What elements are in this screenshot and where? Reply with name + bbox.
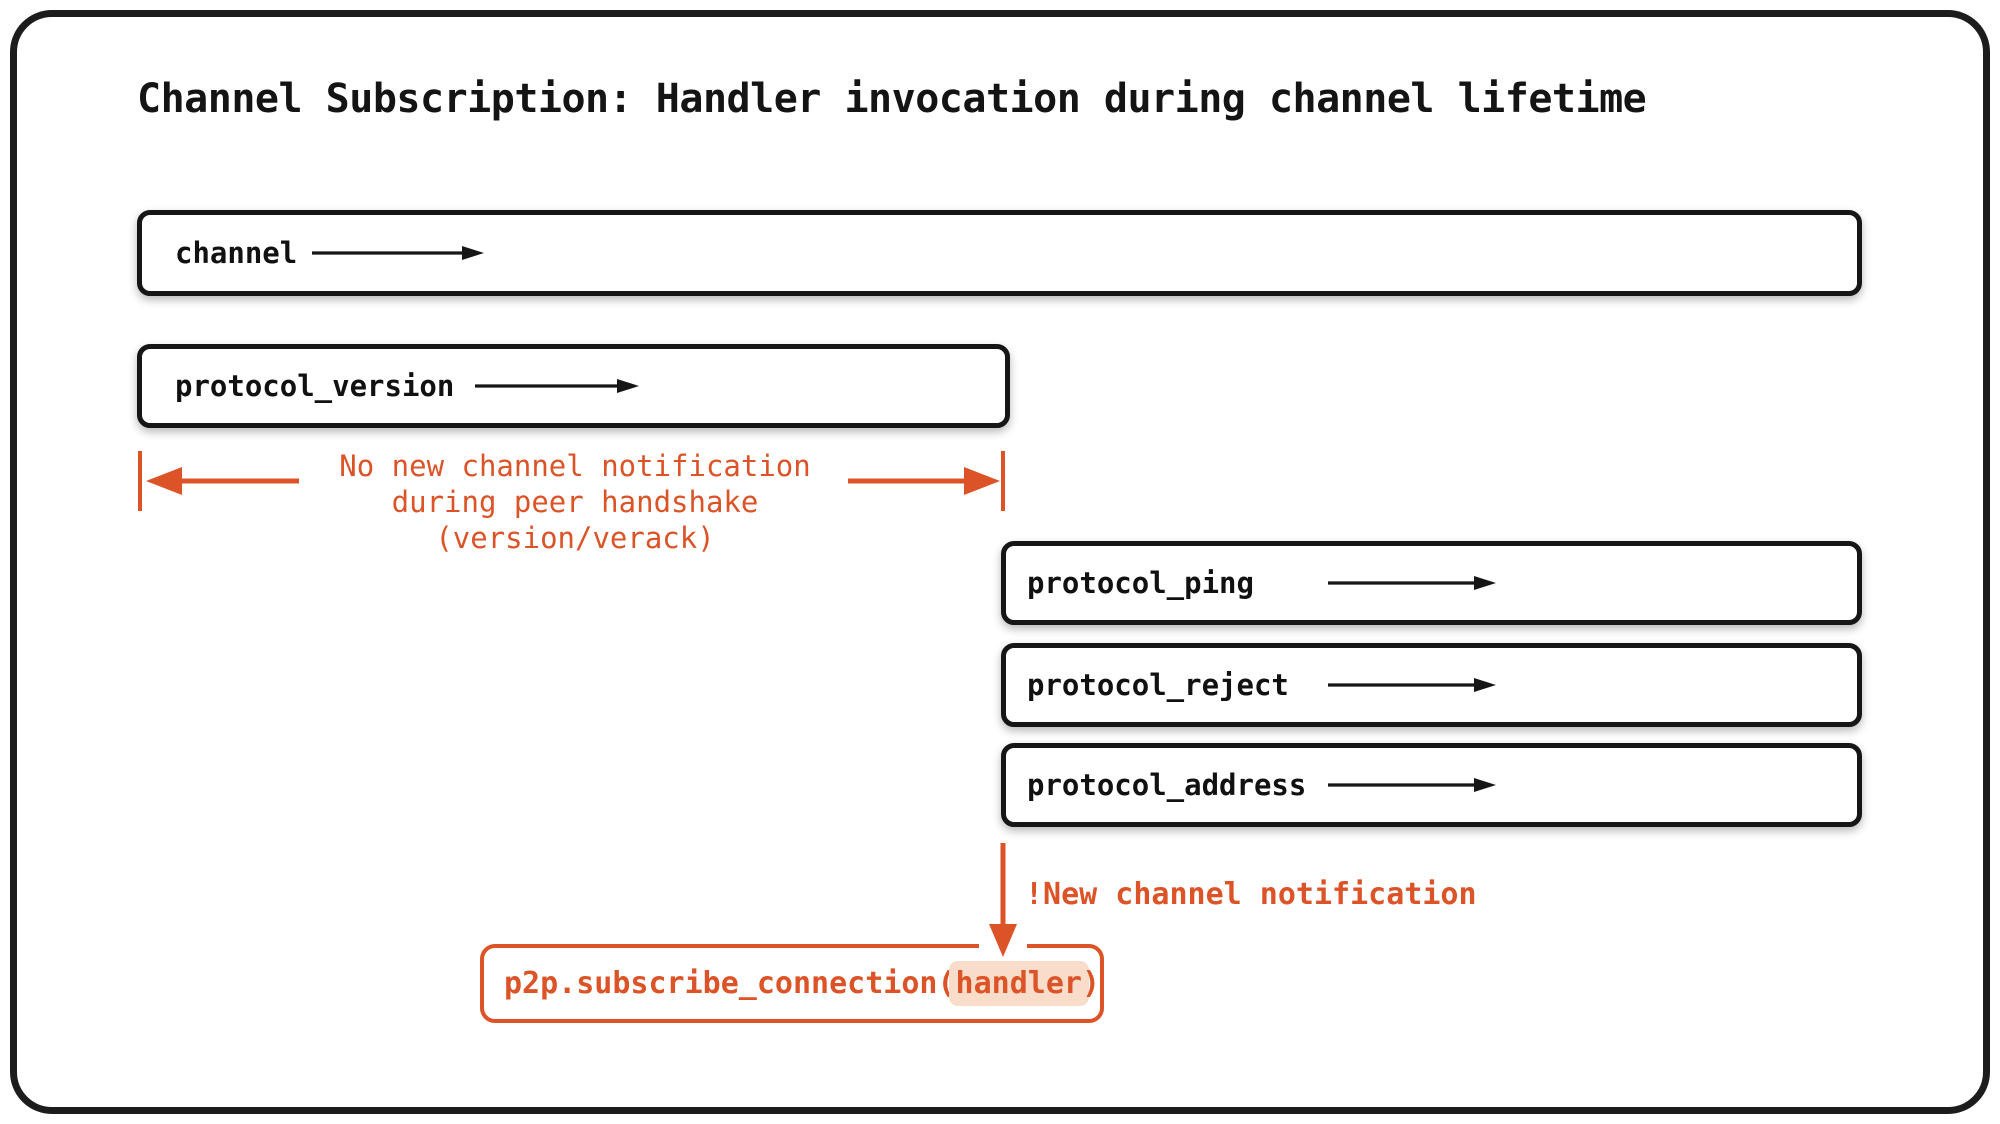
protocol-ping-lifetime-arrow-icon [1328, 576, 1496, 590]
page-title: Channel Subscription: Handler invocation… [137, 76, 1647, 122]
protocol-address-box: protocol_address [1001, 743, 1862, 827]
protocol-ping-label: protocol_ping [1027, 566, 1254, 600]
protocol-version-lifetime-arrow-icon [475, 379, 639, 393]
protocol-ping-box: protocol_ping [1001, 541, 1862, 625]
subscribe-call-prefix: p2p.subscribe_connection( [504, 966, 956, 1001]
subscribe-connection-call: p2p.subscribe_connection(handler) [504, 961, 1101, 1006]
protocol-address-lifetime-arrow-icon [1328, 778, 1496, 792]
handshake-annotation-line3: (version/verack) [435, 521, 715, 555]
subscribe-call-suffix: ) [1081, 966, 1101, 1001]
channel-box: channel [137, 210, 1862, 296]
handshake-annotation-line1: No new channel notification [339, 449, 811, 483]
handshake-annotation-line2: during peer handshake [391, 485, 759, 519]
protocol-reject-box: protocol_reject [1001, 643, 1862, 727]
protocol-reject-lifetime-arrow-icon [1328, 678, 1496, 692]
protocol-version-box: protocol_version [137, 344, 1010, 428]
protocol-version-label: protocol_version [175, 369, 455, 403]
protocol-reject-label: protocol_reject [1027, 668, 1289, 702]
handshake-annotation: No new channel notification during peer … [275, 448, 875, 556]
protocol-address-label: protocol_address [1027, 768, 1307, 802]
channel-lifetime-arrow-icon [312, 246, 484, 260]
handler-argument-highlight: handler [948, 961, 1089, 1006]
channel-label: channel [175, 236, 298, 270]
new-channel-annotation: !New channel notification [1025, 877, 1477, 912]
subscribe-connection-box: p2p.subscribe_connection(handler) [480, 944, 1104, 1023]
